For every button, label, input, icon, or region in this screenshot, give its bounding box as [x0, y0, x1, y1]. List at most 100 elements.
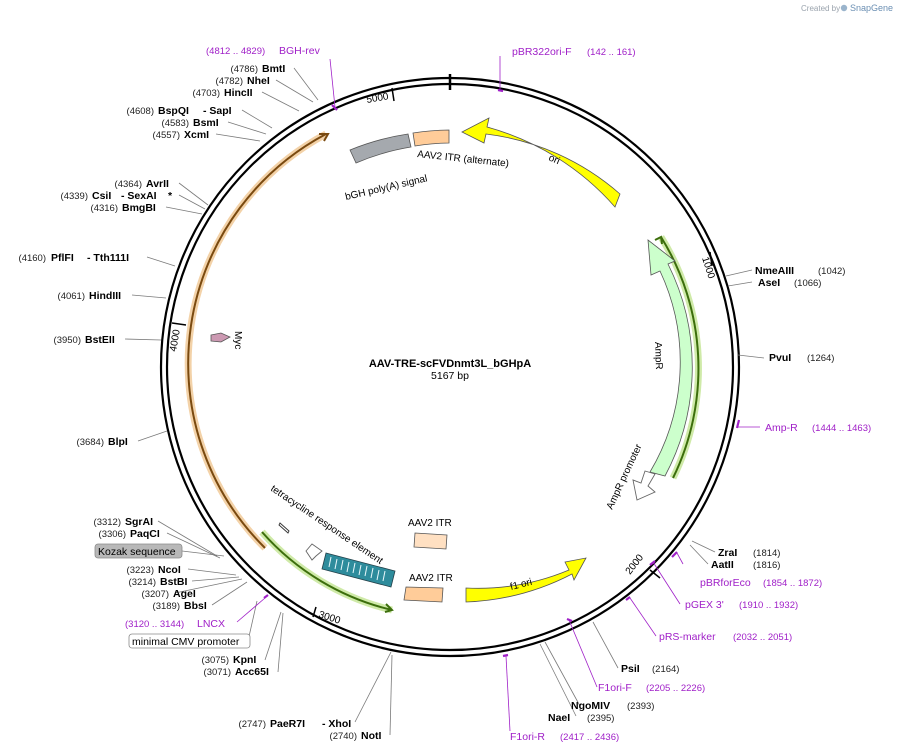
site-aatii-pos: (1816) [753, 560, 780, 571]
site-csii-extra: - SexAI [121, 190, 157, 202]
site-bmti[interactable]: (4786) BmtI [231, 63, 286, 75]
site-agei[interactable]: (3207) AgeI [142, 588, 196, 600]
site-avrii[interactable]: (4364) AvrII [115, 178, 170, 190]
primer-amp-r[interactable]: Amp-R (1444 .. 1463) [765, 422, 871, 434]
primer-f1ori-f[interactable]: F1ori-F (2205 .. 2226) [598, 682, 705, 694]
ampr-promoter-arrow [632, 470, 656, 501]
site-xcmi-pos: (4557) [153, 130, 180, 141]
primer-prs-marker[interactable]: pRS-marker (2032 .. 2051) [659, 631, 792, 643]
site-bmgbi[interactable]: (4316) BmgBI [91, 202, 156, 214]
feature-ori[interactable]: ori [461, 117, 621, 208]
site-pflfi[interactable]: (4160) PflFI - Tth111I [19, 252, 130, 264]
site-psii-name: PsiI [621, 663, 640, 675]
site-naei[interactable]: NaeI (2395) [548, 712, 614, 724]
ampr-promoter-label: AmpR promoter [605, 442, 645, 511]
minimal-cmv-promoter-label[interactable]: minimal CMV promoter [128, 633, 251, 649]
primer-pbrforeco[interactable]: pBRforEco (1854 .. 1872) [700, 577, 822, 589]
primer-pgex3[interactable]: pGEX 3' (1910 .. 1932) [685, 599, 798, 611]
site-nhei[interactable]: (4782) NheI [216, 75, 270, 87]
site-paer7i-pos: (2747) [239, 719, 266, 730]
primer-pbr322ori-f[interactable]: pBR322ori-F (142 .. 161) [512, 46, 636, 58]
primer-amp-r-name: Amp-R [765, 422, 798, 434]
site-kpni[interactable]: (3075) KpnI [202, 654, 257, 666]
site-csii-pos: (4339) [61, 191, 88, 202]
site-psii[interactable]: PsiI (2164) [621, 663, 679, 675]
site-bbsi-pos: (3189) [153, 601, 180, 612]
primer-pbrforeco-pos: (1854 .. 1872) [763, 578, 822, 589]
itr-alt-block [412, 129, 450, 147]
feature-f1-ori[interactable]: f1 ori [465, 557, 587, 603]
site-naei-name: NaeI [548, 712, 570, 724]
ampr-outline-line [660, 236, 700, 479]
site-bspqi[interactable]: (4608) BspQI - SapI [127, 105, 232, 117]
tick-1000-mark [709, 251, 713, 267]
primer-pgex3-name: pGEX 3' [685, 599, 724, 611]
mincmv-box [128, 633, 251, 649]
tick-3000-mark [312, 606, 317, 618]
f1-ori-arrow [465, 557, 587, 603]
site-hincii[interactable]: (4703) HincII [193, 87, 253, 99]
site-paqci[interactable]: (3306) PaqCI [99, 528, 160, 540]
site-bsteii[interactable]: (3950) BstEII [54, 334, 115, 346]
feature-tre[interactable]: tetracycline response element [268, 483, 396, 588]
site-csii-mark: * [168, 190, 173, 202]
ampr-label: AmpR [652, 342, 664, 370]
site-pflfi-pos: (4160) [19, 253, 46, 264]
site-hindiii-name: HindIII [89, 290, 121, 302]
site-csii[interactable]: (4339) CsiI - SexAI * [61, 190, 173, 202]
primer-bgh-rev[interactable]: (4812 .. 4829) BGH-rev [206, 45, 321, 57]
primer-f1ori-r-pos: (2417 .. 2436) [560, 732, 619, 743]
site-pvui[interactable]: PvuI (1264) [769, 352, 834, 364]
kozak-sequence-label[interactable]: Kozak sequence [94, 543, 183, 559]
site-nmeaiii-name: NmeAIII [755, 265, 794, 277]
plasmid-name: AAV-TRE-scFVDnmt3L_bGHpA [369, 358, 531, 370]
site-sgrai-name: SgrAI [125, 516, 153, 528]
site-hindiii[interactable]: (4061) HindIII [58, 290, 122, 302]
site-zrai[interactable]: ZraI (1814) [718, 547, 780, 559]
feature-aav2-itr-1[interactable]: AAV2 ITR [408, 518, 452, 550]
site-noti[interactable]: (2740) NotI [330, 730, 382, 742]
site-bsteii-pos: (3950) [54, 335, 81, 346]
feature-ampr[interactable]: AmpR [647, 239, 693, 477]
feature-aav2-itr-alternate[interactable]: AAV2 ITR (alternate) [412, 129, 509, 170]
credit-label: Created by [801, 4, 840, 13]
site-hindiii-pos: (4061) [58, 291, 85, 302]
snapgene-credit: Created by SnapGene [801, 3, 893, 13]
site-acc65i[interactable]: (3071) Acc65I [204, 666, 269, 678]
site-bbsi[interactable]: (3189) BbsI [153, 600, 207, 612]
ori-label: ori [547, 153, 562, 167]
feature-ampr-promoter[interactable]: AmpR promoter [605, 442, 656, 511]
site-ncoi[interactable]: (3223) NcoI [127, 564, 181, 576]
feature-aav2-itr-2[interactable]: AAV2 ITR [403, 573, 453, 603]
primer-pbr322ori-f-pos: (142 .. 161) [587, 47, 636, 58]
site-asei[interactable]: AseI (1066) [758, 277, 821, 289]
feature-myc[interactable]: Myc [210, 331, 243, 349]
site-avrii-pos: (4364) [115, 179, 142, 190]
site-nmeaiii[interactable]: NmeAIII (1042) [755, 265, 845, 277]
site-blpi[interactable]: (3684) BlpI [77, 436, 128, 448]
site-paer7i-extra: - XhoI [322, 718, 351, 730]
site-zrai-pos: (1814) [753, 548, 780, 559]
primer-lncx-name: LNCX [197, 618, 225, 630]
site-noti-name: NotI [361, 730, 381, 742]
site-kpni-name: KpnI [233, 654, 256, 666]
site-bstbi[interactable]: (3214) BstBI [129, 576, 188, 588]
site-pvui-pos: (1264) [807, 353, 834, 364]
site-ngomiv[interactable]: NgoMIV (2393) [571, 700, 654, 712]
primer-lncx[interactable]: (3120 .. 3144) LNCX [125, 618, 225, 630]
site-agei-name: AgeI [173, 588, 196, 600]
primer-pbrforeco-name: pBRforEco [700, 577, 751, 589]
site-bsmi[interactable]: (4583) BsmI [162, 117, 219, 129]
myc-outline-line [187, 133, 327, 549]
site-xcmi[interactable]: (4557) XcmI [153, 129, 210, 141]
site-pflfi-name: PflFI [51, 252, 74, 264]
site-aatii[interactable]: AatII (1816) [711, 559, 780, 571]
myc-label: Myc [232, 331, 243, 349]
site-paer7i[interactable]: (2747) PaeR7I - XhoI [239, 718, 352, 730]
leader-lines [124, 56, 765, 736]
site-pvui-name: PvuI [769, 352, 791, 364]
site-bspqi-pos: (4608) [127, 106, 154, 117]
site-blpi-pos: (3684) [77, 437, 104, 448]
primer-f1ori-r[interactable]: F1ori-R (2417 .. 2436) [510, 731, 619, 743]
site-sgrai[interactable]: (3312) SgrAI [94, 516, 154, 528]
